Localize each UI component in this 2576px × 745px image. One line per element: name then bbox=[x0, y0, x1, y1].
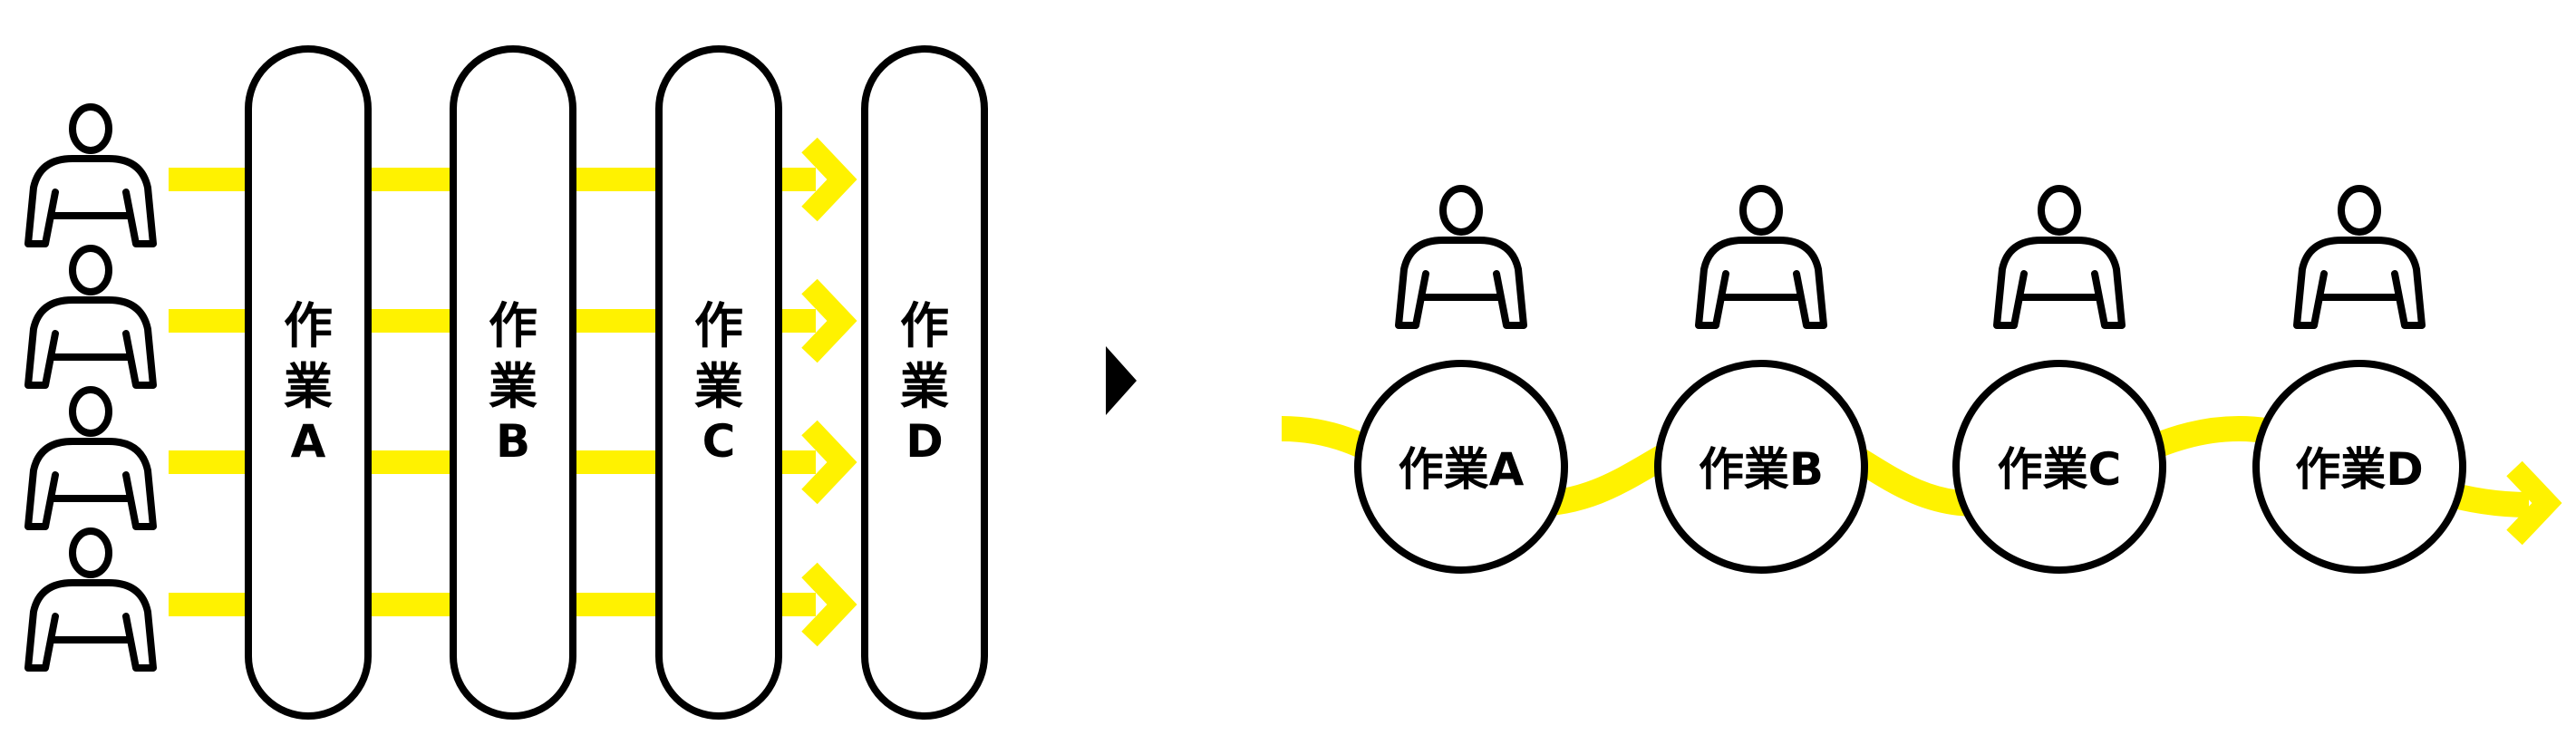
task-label: 作業C bbox=[1998, 443, 2122, 496]
person-icon bbox=[2297, 189, 2422, 325]
person-icon bbox=[1399, 189, 1524, 325]
person-icon bbox=[28, 107, 153, 244]
task-label: 作業A bbox=[1399, 443, 1525, 496]
person-icon bbox=[28, 531, 153, 668]
task-pill-d: 作 業 D bbox=[861, 45, 988, 720]
task-pill-c: 作 業 C bbox=[655, 45, 782, 720]
sequential-workflow: 作業A 作業B 作業C 作業D bbox=[1281, 189, 2547, 574]
person-icon bbox=[1699, 189, 1824, 325]
task-char: 業 bbox=[694, 358, 743, 415]
task-circle-c: 作業C bbox=[1952, 360, 2166, 574]
task-letter: D bbox=[905, 415, 944, 468]
play-triangle-icon bbox=[1106, 346, 1137, 415]
task-label: 作業D bbox=[2295, 443, 2424, 496]
task-char: 作 bbox=[489, 297, 537, 354]
task-char: 業 bbox=[489, 358, 537, 415]
task-char: 業 bbox=[284, 358, 333, 415]
task-circle-a: 作業A bbox=[1354, 360, 1568, 574]
person-icon bbox=[28, 248, 153, 385]
task-letter: B bbox=[496, 415, 530, 468]
task-char: 作 bbox=[284, 297, 333, 354]
task-label: 作業B bbox=[1699, 443, 1824, 496]
person-icon bbox=[28, 390, 153, 527]
task-pill-a: 作 業 A bbox=[245, 45, 372, 720]
person-icon bbox=[1997, 189, 2122, 325]
task-char: 業 bbox=[900, 358, 949, 415]
parallel-workflow: 作 業 A 作 業 B 作 業 C 作 業 D bbox=[28, 45, 988, 720]
task-char: 作 bbox=[694, 297, 743, 354]
task-char: 作 bbox=[900, 297, 949, 354]
task-letter: A bbox=[291, 415, 326, 468]
task-circle-d: 作業D bbox=[2252, 360, 2466, 574]
task-letter: C bbox=[702, 415, 736, 468]
task-circle-b: 作業B bbox=[1654, 360, 1868, 574]
task-pill-b: 作 業 B bbox=[450, 45, 576, 720]
